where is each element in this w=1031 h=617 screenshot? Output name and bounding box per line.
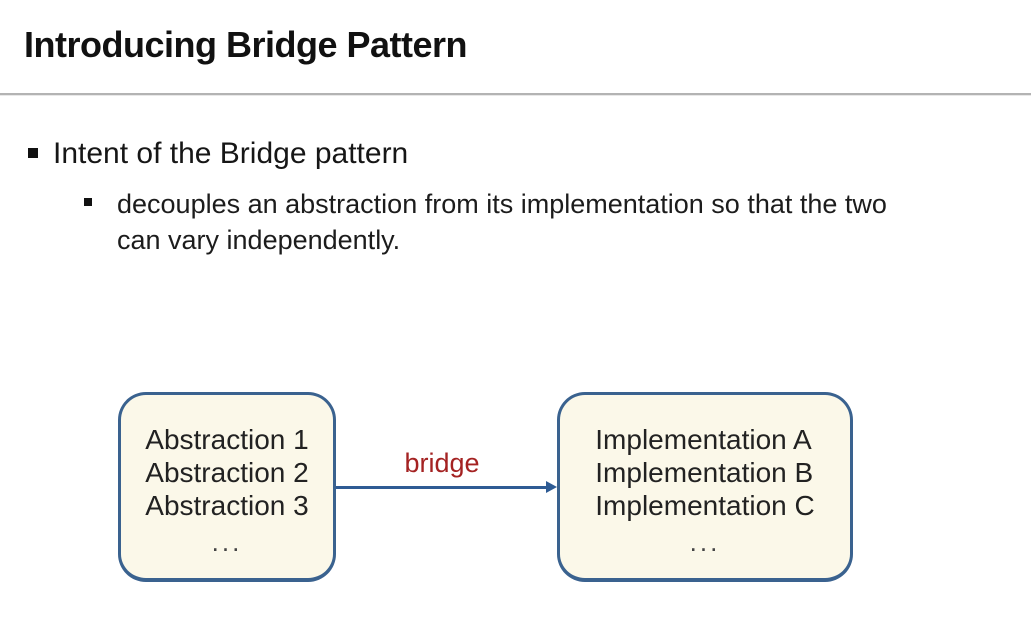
implementation-ellipsis: ... [689,527,721,557]
implementation-line-1: Implementation A [595,424,812,455]
title-divider [0,93,1031,96]
implementation-box-lines: Implementation A Implementation B Implem… [595,423,814,522]
bullet-decouples-text: decouples an abstraction from its implem… [117,186,887,258]
abstraction-line-1: Abstraction 1 [145,424,309,455]
slide-title: Introducing Bridge Pattern [24,24,468,65]
bridge-label: bridge [404,448,480,478]
bullet-intent: Intent of the Bridge pattern [28,138,408,170]
bridge-arrow-line [336,486,548,489]
abstraction-box-lines: Abstraction 1 Abstraction 2 Abstraction … [145,423,308,522]
abstraction-box: Abstraction 1 Abstraction 2 Abstraction … [118,392,336,582]
bridge-arrowhead-icon [546,481,557,493]
sub-bullet-square-icon [84,198,92,206]
implementation-line-3: Implementation C [595,490,815,521]
bullet-square-icon [28,148,38,158]
implementation-line-2: Implementation B [595,457,814,488]
bullet-decouples-line1: decouples an abstraction from its implem… [117,189,887,219]
bullet-intent-text: Intent of the Bridge pattern [53,137,409,170]
abstraction-line-3: Abstraction 3 [145,490,309,521]
abstraction-ellipsis: ... [211,527,243,557]
bullet-decouples-line2: can vary independently. [117,225,401,255]
bullet-decouples: decouples an abstraction from its implem… [84,186,887,258]
implementation-box: Implementation A Implementation B Implem… [557,392,853,582]
abstraction-line-2: Abstraction 2 [145,457,309,488]
